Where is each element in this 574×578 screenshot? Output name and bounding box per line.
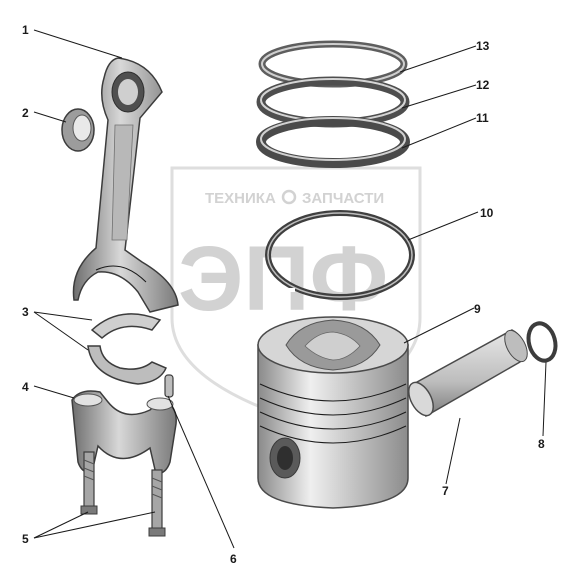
connecting-rod-bolt-5-left xyxy=(80,451,98,515)
watermark-line1-right: ЗАПЧАСТИ xyxy=(302,190,384,207)
retaining-circlip-8 xyxy=(526,321,558,363)
callout-8: 8 xyxy=(538,437,545,451)
callout-5: 5 xyxy=(22,532,29,546)
callout-3: 3 xyxy=(22,305,29,319)
leader-lines xyxy=(33,29,547,549)
connecting-rod-bolt-5-right xyxy=(148,469,166,537)
watermark: ТЕХНИКА ЗАПЧАСТИ ЭПФ xyxy=(170,166,422,422)
callout-10: 10 xyxy=(480,206,494,220)
bearing-shell-upper-3 xyxy=(90,313,162,339)
callout-1: 1 xyxy=(22,23,29,37)
piston-ring-11 xyxy=(256,116,410,168)
bearing-shell-lower-3 xyxy=(87,345,167,385)
dowel-pin-6 xyxy=(164,374,174,398)
oil-ring-expander-10 xyxy=(265,210,415,300)
callout-11: 11 xyxy=(476,111,489,125)
piston-9 xyxy=(257,316,409,509)
watermark-line1-left: ТЕХНИКА xyxy=(205,190,276,207)
callout-6: 6 xyxy=(230,552,237,566)
callout-12: 12 xyxy=(476,78,490,92)
callout-13: 13 xyxy=(476,39,490,53)
callout-labels: 1 2 3 4 5 6 7 8 9 10 11 12 13 xyxy=(22,23,545,566)
callout-9: 9 xyxy=(474,302,481,316)
small-end-bushing-2 xyxy=(61,108,95,152)
callout-4: 4 xyxy=(22,380,29,394)
piston-pin-7 xyxy=(408,329,528,418)
connecting-rod-1 xyxy=(72,57,179,313)
callout-7: 7 xyxy=(442,484,449,498)
watermark-gear-icon xyxy=(281,189,297,205)
callout-2: 2 xyxy=(22,106,29,120)
